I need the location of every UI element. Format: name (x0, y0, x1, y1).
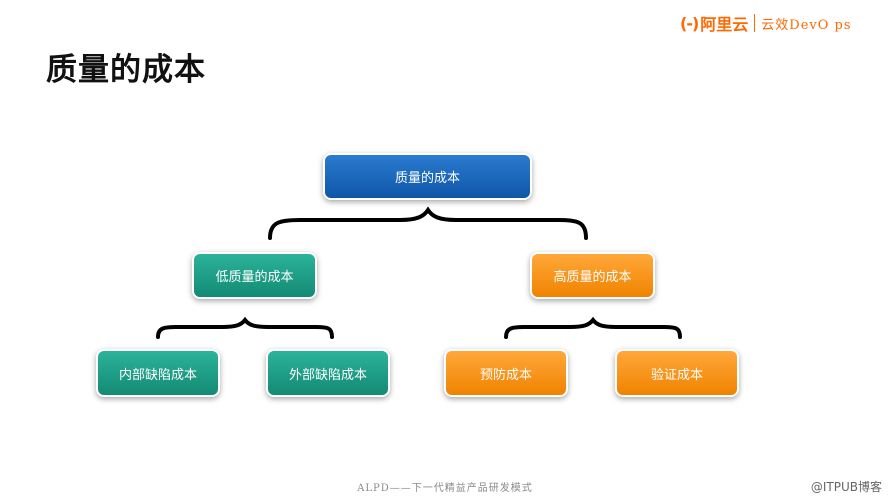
brace-root (268, 206, 588, 240)
aliyun-logo-icon: (-) (680, 13, 699, 33)
brand-logo: (-) 阿里云 云效DevO ps (680, 12, 852, 35)
logo-divider (754, 14, 756, 32)
node-external-defect: 外部缺陷成本 (268, 351, 388, 395)
node-low-quality: 低质量的成本 (194, 254, 315, 297)
node-internal-defect: 内部缺陷成本 (98, 351, 218, 395)
node-high-quality: 高质量的成本 (532, 254, 653, 297)
page-title: 质量的成本 (46, 52, 206, 88)
product-name: 云效DevO ps (761, 17, 852, 33)
brace-high (504, 316, 682, 339)
brace-low (156, 316, 334, 339)
brand-name: 阿里云 (700, 15, 749, 34)
node-prevention: 预防成本 (446, 351, 566, 395)
node-verification: 验证成本 (617, 351, 737, 395)
watermark: @ITPUB博客 (810, 480, 882, 494)
footer-text: ALPD——下一代精益产品研发模式 (357, 483, 533, 494)
node-root: 质量的成本 (325, 155, 530, 198)
